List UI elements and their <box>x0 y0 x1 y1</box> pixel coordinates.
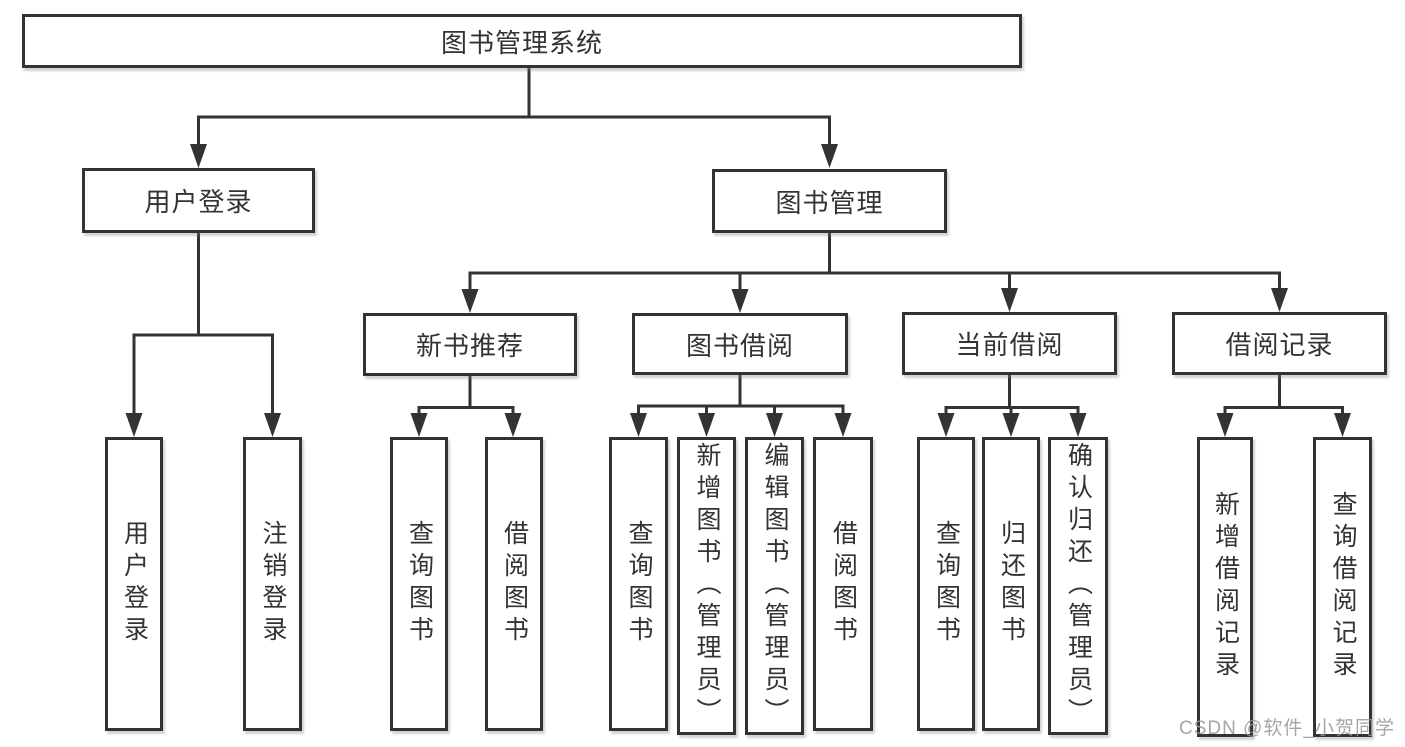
leaf-user-login: 用户登录 <box>105 437 163 731</box>
node-book-management: 图书管理 <box>712 169 947 233</box>
leaf-recommend-borrow-books: 借阅图书 <box>485 437 543 731</box>
leaf-records-add-record: 新增借阅记录 <box>1197 437 1253 737</box>
leaf-current-query-books: 查询图书 <box>917 437 975 731</box>
watermark: CSDN @软件_小贺同学 <box>1179 718 1395 739</box>
leaf-borrow-edit-books-admin: 编辑图书（管理员） <box>745 437 804 735</box>
node-book-borrow: 图书借阅 <box>632 313 848 375</box>
leaf-borrow-borrow-books: 借阅图书 <box>813 437 873 731</box>
node-user-login: 用户登录 <box>82 168 315 233</box>
leaf-recommend-query-books: 查询图书 <box>390 437 448 731</box>
node-current-borrow: 当前借阅 <box>902 312 1117 375</box>
leaf-records-query-record: 查询借阅记录 <box>1313 437 1372 737</box>
leaf-borrow-add-books-admin: 新增图书（管理员） <box>677 437 736 735</box>
leaf-current-return-books: 归还图书 <box>982 437 1040 731</box>
leaf-logout: 注销登录 <box>243 437 302 731</box>
leaf-current-confirm-return-admin: 确认归还（管理员） <box>1048 437 1108 735</box>
node-new-book-recommend: 新书推荐 <box>363 313 577 376</box>
leaf-borrow-query-books: 查询图书 <box>609 437 668 731</box>
node-borrow-records: 借阅记录 <box>1172 312 1387 375</box>
node-root-library-system: 图书管理系统 <box>22 14 1022 68</box>
